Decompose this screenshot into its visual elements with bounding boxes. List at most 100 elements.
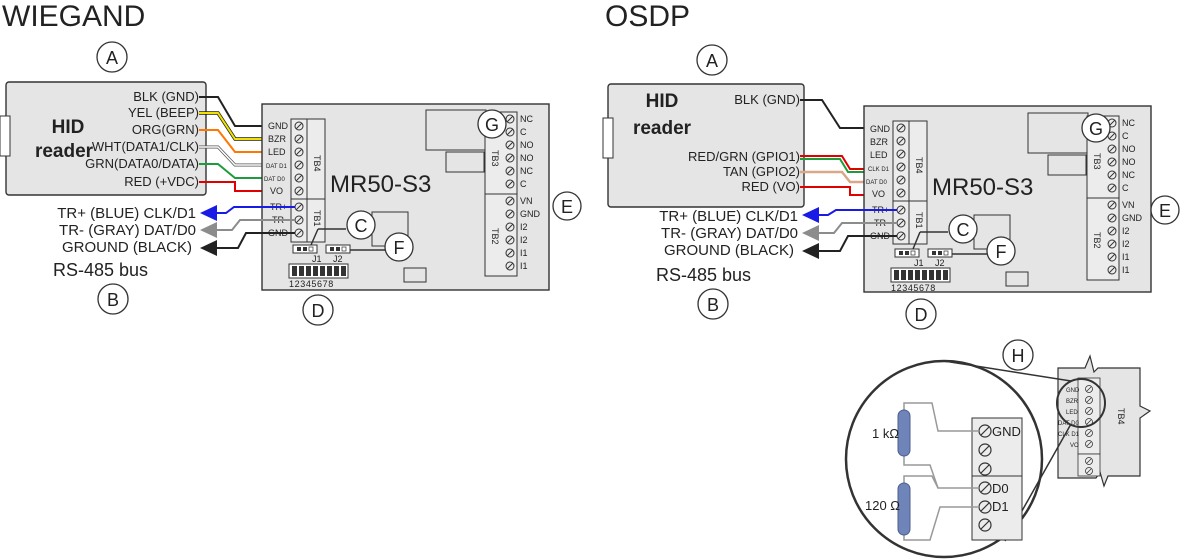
tb4-block bbox=[290, 118, 326, 200]
osdp-tb3-pin-nc-1: NC bbox=[1122, 118, 1135, 128]
osdp-bus-line-tr-minus: TR- (GRAY) DAT/D0 bbox=[661, 225, 798, 242]
bus-wire-tr-plus bbox=[215, 206, 295, 214]
osdp-tb2-pin-i2-1: I2 bbox=[1122, 226, 1130, 236]
detail-pin-bzr: BZR bbox=[1066, 399, 1079, 405]
tb2-screws bbox=[505, 196, 515, 271]
osdp-bus-arrow-black bbox=[802, 243, 819, 259]
board-model: MR50-S3 bbox=[330, 171, 431, 198]
callout-c2: C bbox=[957, 220, 970, 240]
osdp-tb2-pin-vn: VN bbox=[1122, 200, 1135, 210]
callout-a-circle bbox=[96, 41, 128, 73]
osdp-bus-label: RS-485 bus bbox=[656, 265, 751, 285]
osdp-tb2-pin-i1-2: I1 bbox=[1122, 265, 1130, 275]
bus-line-ground: GROUND (BLACK) bbox=[62, 239, 192, 256]
bus-arrow-blue bbox=[200, 205, 217, 221]
osdp-tb4-pin-led: LED bbox=[870, 150, 888, 160]
osdp-tb2-pin-i2-2: I2 bbox=[1122, 239, 1130, 249]
detail-pin-led: LED bbox=[1066, 410, 1078, 416]
callout-e-circle bbox=[552, 191, 582, 221]
tb3-pin-c-1: C bbox=[520, 127, 527, 137]
reader-label-reader: reader bbox=[35, 141, 94, 162]
resistor-leads bbox=[903, 402, 979, 541]
callout-a: A bbox=[106, 48, 118, 68]
tb2-pin-gnd: GND bbox=[520, 209, 541, 219]
osdp-jumper-j1-label: J1 bbox=[914, 258, 924, 268]
dip-switch-levers bbox=[292, 266, 346, 276]
callout-c-circle bbox=[346, 210, 376, 240]
osdp-bus-arrow-gray bbox=[802, 225, 819, 241]
wiegand-panel: WIEGAND A HID reader BLK (GND) YEL (BEEP… bbox=[0, 0, 582, 326]
osdp-board-relay bbox=[1027, 112, 1089, 154]
osdp-bus-line-tr-plus: TR+ (BLUE) CLK/D1 bbox=[659, 208, 798, 225]
tb3-screws bbox=[505, 114, 515, 189]
wiegand-bus-wires bbox=[215, 206, 295, 249]
resistor-120 bbox=[897, 482, 911, 536]
callout-h-circle bbox=[1002, 339, 1034, 371]
tb4-pin-dat-d1: DAT D1 bbox=[266, 164, 287, 170]
board-relay bbox=[425, 109, 487, 151]
osdp-tb4-block bbox=[892, 120, 928, 202]
osdp-tb2-screws bbox=[1107, 200, 1117, 275]
osdp-tb1-block bbox=[892, 200, 928, 245]
wire-label-blk: BLK (GND) bbox=[133, 89, 199, 104]
osdp-panel: OSDP A HID reader BLK (GND) RED/GRN (GPI… bbox=[602, 0, 1180, 330]
callout-d-circle bbox=[302, 294, 334, 326]
wire-label-org: ORG(GRN) bbox=[132, 122, 199, 137]
dip-switch-numbers: 12345678 bbox=[289, 279, 334, 289]
tb2-pin-i1-1: I1 bbox=[520, 248, 528, 258]
callout-a2: A bbox=[706, 51, 718, 71]
callout-d2: D bbox=[915, 305, 928, 325]
jumper-j2-label: J2 bbox=[333, 254, 343, 264]
osdp-tb4-pin-dat-d0: DAT D0 bbox=[866, 180, 887, 186]
tb2-label: TB2 bbox=[490, 228, 500, 245]
jumper-j1-label: J1 bbox=[312, 254, 322, 264]
tb3-label: TB3 bbox=[490, 150, 500, 167]
osdp-tb4-pin-bzr: BZR bbox=[870, 137, 889, 147]
tb3-pin-c-2: C bbox=[520, 179, 527, 189]
bus-wire-ground bbox=[215, 232, 295, 249]
callout-e2: E bbox=[1159, 201, 1171, 221]
osdp-tb2-pin-i1-1: I1 bbox=[1122, 252, 1130, 262]
callout-b2: B bbox=[707, 295, 719, 315]
tb4-pin-gnd: GND bbox=[268, 121, 289, 131]
osdp-tb3-pin-no-1: NO bbox=[1122, 144, 1136, 154]
osdp-tb4-pin-clk-d1: CLK D1 bbox=[868, 167, 890, 173]
tb3-pin-nc-1: NC bbox=[520, 114, 533, 124]
osdp-title: OSDP bbox=[605, 0, 690, 33]
zoom-terminal-block bbox=[971, 417, 1023, 541]
bus-arrow-black bbox=[200, 240, 217, 256]
board-led bbox=[403, 267, 427, 283]
detail-pin-clk-d1: CLK D1 bbox=[1058, 432, 1080, 438]
osdp-tb4-screws bbox=[896, 123, 906, 198]
bus-arrow-gray bbox=[200, 222, 217, 238]
osdp-reader-tab bbox=[602, 117, 614, 159]
osdp-tb1-label: TB1 bbox=[914, 212, 924, 229]
zoom-screws bbox=[978, 424, 992, 532]
callout-g2: G bbox=[1089, 119, 1103, 139]
osdp-wire-label-red: RED (VO) bbox=[742, 179, 801, 194]
zoom-label-d1: D1 bbox=[992, 499, 1009, 514]
resistor-120-label: 120 Ω bbox=[865, 498, 900, 513]
osdp-wire-label-redgrn: RED/GRN (GPIO1) bbox=[688, 149, 800, 164]
detail-magnifier-ring bbox=[1056, 378, 1106, 428]
osdp-tb3-pin-no-2: NO bbox=[1122, 157, 1136, 167]
osdp-bus-arrow-blue bbox=[802, 207, 819, 223]
osdp-dip-switch bbox=[890, 267, 951, 283]
tb2-pin-i1-2: I1 bbox=[520, 261, 528, 271]
osdp-board-model: MR50-S3 bbox=[932, 174, 1033, 201]
callout-g: G bbox=[485, 115, 499, 135]
callout-d2-circle bbox=[905, 298, 937, 330]
bus-label: RS-485 bus bbox=[53, 260, 148, 280]
detail-tb4-label: TB4 bbox=[1116, 408, 1126, 425]
detail-inset: H TB4 GND BZR LED DAT D0 CLK D1 VO bbox=[844, 339, 1152, 559]
reader-tab bbox=[0, 115, 11, 157]
osdp-reader-label-hid: HID bbox=[646, 91, 679, 112]
callout-f: F bbox=[394, 238, 405, 258]
osdp-tb4-label: TB4 bbox=[914, 157, 924, 174]
osdp-reader-label-reader: reader bbox=[633, 118, 692, 139]
callout-g2-circle bbox=[1081, 113, 1111, 143]
tb2-pin-vn: VN bbox=[520, 196, 533, 206]
tb3-pin-no-1: NO bbox=[520, 140, 534, 150]
callout-c2-circle bbox=[948, 214, 978, 244]
callout-f-circle bbox=[384, 232, 414, 262]
